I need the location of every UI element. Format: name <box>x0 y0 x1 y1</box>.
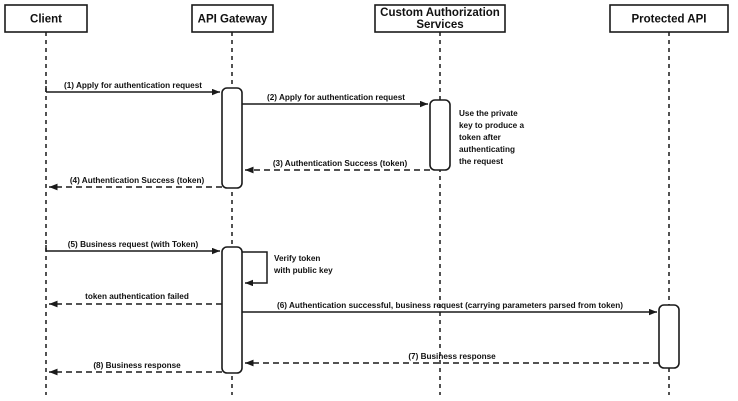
note-private-key-line-4: authenticating <box>459 145 515 154</box>
message-token-authentication-failed-label: token authentication failed <box>85 292 189 301</box>
message-3[interactable]: (3) Authentication Success (token) <box>245 159 430 174</box>
message-2-label: (2) Apply for authentication request <box>267 93 405 102</box>
message-8[interactable]: (8) Business response <box>49 361 222 376</box>
message-self-verify-token-label-line2: with public key <box>273 266 333 275</box>
message-1[interactable]: (1) Apply for authentication request <box>45 81 220 96</box>
note-private-key-line-3: token after <box>459 133 502 142</box>
message-6-label: (6) Authentication successful, business … <box>277 301 623 310</box>
participant-custom-auth[interactable]: Custom Authorization Services <box>374 4 506 33</box>
participant-api-gateway[interactable]: API Gateway <box>191 4 274 33</box>
participant-box-custom-auth[interactable] <box>374 4 506 33</box>
message-4-label: (4) Authentication Success (token) <box>70 176 205 185</box>
message-token-authentication-failed[interactable]: token authentication failed <box>49 292 222 308</box>
activation-bar-api-gateway-auth[interactable] <box>221 87 243 189</box>
participant-label-protected-api: Protected API <box>632 14 707 26</box>
participant-protected-api[interactable]: Protected API <box>609 4 729 33</box>
message-6[interactable]: (6) Authentication successful, business … <box>242 301 657 316</box>
message-5[interactable]: (5) Business request (with Token) <box>45 240 220 255</box>
participant-label-custom-auth-line1: Custom Authorization <box>380 7 500 19</box>
message-2[interactable]: (2) Apply for authentication request <box>242 93 428 108</box>
participant-label-custom-auth-line2: Services <box>416 19 463 31</box>
participant-box-protected-api[interactable] <box>609 4 729 33</box>
activation-bar-api-gateway-business[interactable] <box>221 246 243 374</box>
note-private-key-line-2: key to produce a <box>459 121 525 130</box>
message-8-label: (8) Business response <box>93 361 181 370</box>
message-self-verify-token-label-line1: Verify token <box>274 254 320 263</box>
participant-label-api-gateway: API Gateway <box>198 14 268 26</box>
participant-box-client[interactable] <box>4 4 88 33</box>
note-private-key-line-1: Use the private <box>459 109 518 118</box>
message-4[interactable]: (4) Authentication Success (token) <box>49 176 222 191</box>
message-self-verify-token-line[interactable] <box>242 251 268 287</box>
message-5-label: (5) Business request (with Token) <box>68 240 199 249</box>
message-1-label: (1) Apply for authentication request <box>64 81 202 90</box>
participant-label-client: Client <box>30 14 62 26</box>
participant-client[interactable]: Client <box>4 4 88 33</box>
participant-box-api-gateway[interactable] <box>191 4 274 33</box>
message-self-verify-token[interactable]: Verify token with public key <box>242 251 333 287</box>
message-7[interactable]: (7) Business response <box>245 352 659 367</box>
activation-bar-custom-auth[interactable] <box>429 99 451 171</box>
activation-bars-group <box>221 87 680 374</box>
message-7-label: (7) Business response <box>408 352 496 361</box>
note-private-key-line-5: the request <box>459 157 503 166</box>
activation-bar-protected-api[interactable] <box>658 304 680 369</box>
message-3-label: (3) Authentication Success (token) <box>273 159 408 168</box>
note-private-key: Use the private key to produce a token a… <box>459 109 525 166</box>
